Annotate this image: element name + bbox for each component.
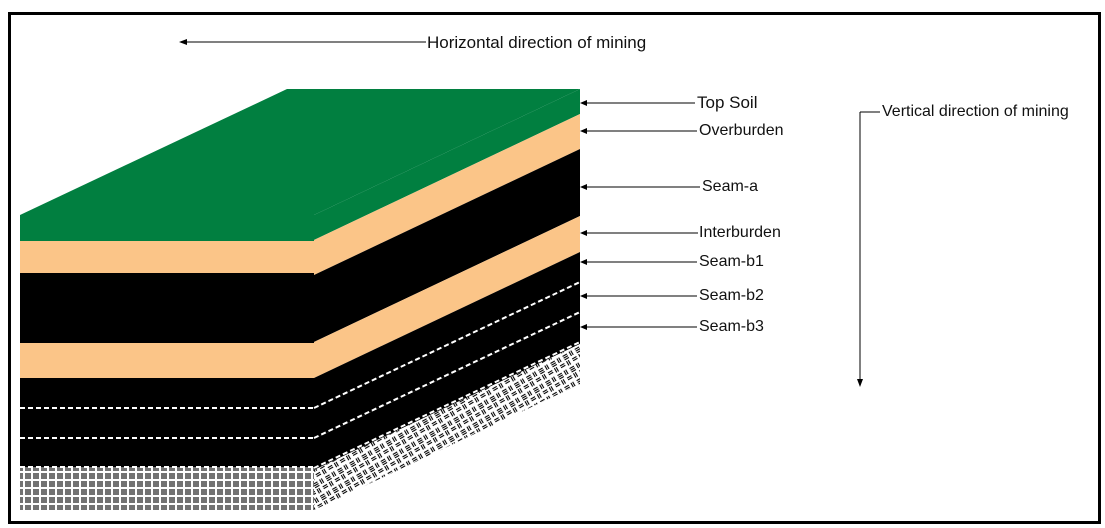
leader-arrowheads <box>580 100 587 330</box>
bedrock-front <box>20 467 314 510</box>
top-soil-side <box>314 89 580 240</box>
bedrock-side <box>314 344 580 510</box>
label-seam-a: Seam-a <box>702 178 759 195</box>
label-top-soil: Top Soil <box>697 93 758 112</box>
horizontal-direction-label: Horizontal direction of mining <box>427 33 647 52</box>
seam-a-front <box>20 273 314 343</box>
overburden-side <box>314 114 580 275</box>
seam-b3-front <box>20 438 314 467</box>
interburden-front <box>20 343 314 378</box>
interburden-side <box>314 216 580 378</box>
vertical-arrowhead <box>857 379 863 387</box>
label-seam-b2: Seam-b2 <box>699 287 764 304</box>
vertical-direction-label: Vertical direction of mining <box>882 103 1069 120</box>
label-interburden: Interburden <box>699 224 781 241</box>
label-seam-b1: Seam-b1 <box>699 253 764 270</box>
seam-b2-side <box>314 282 580 439</box>
top-soil-front <box>20 215 314 241</box>
label-overburden: Overburden <box>699 122 784 139</box>
seam-b1-front <box>20 378 314 408</box>
top-soil-top-face <box>20 89 580 215</box>
seam-b2-front <box>20 408 314 438</box>
seam-b1-side <box>314 252 580 408</box>
leader-lines <box>583 102 700 328</box>
overburden-front <box>20 241 314 273</box>
seam-a-side <box>314 149 580 342</box>
label-seam-b3: Seam-b3 <box>699 318 764 335</box>
horizontal-arrowhead <box>179 39 187 45</box>
seam-b3-side <box>314 313 580 470</box>
seam-separators <box>20 281 581 469</box>
